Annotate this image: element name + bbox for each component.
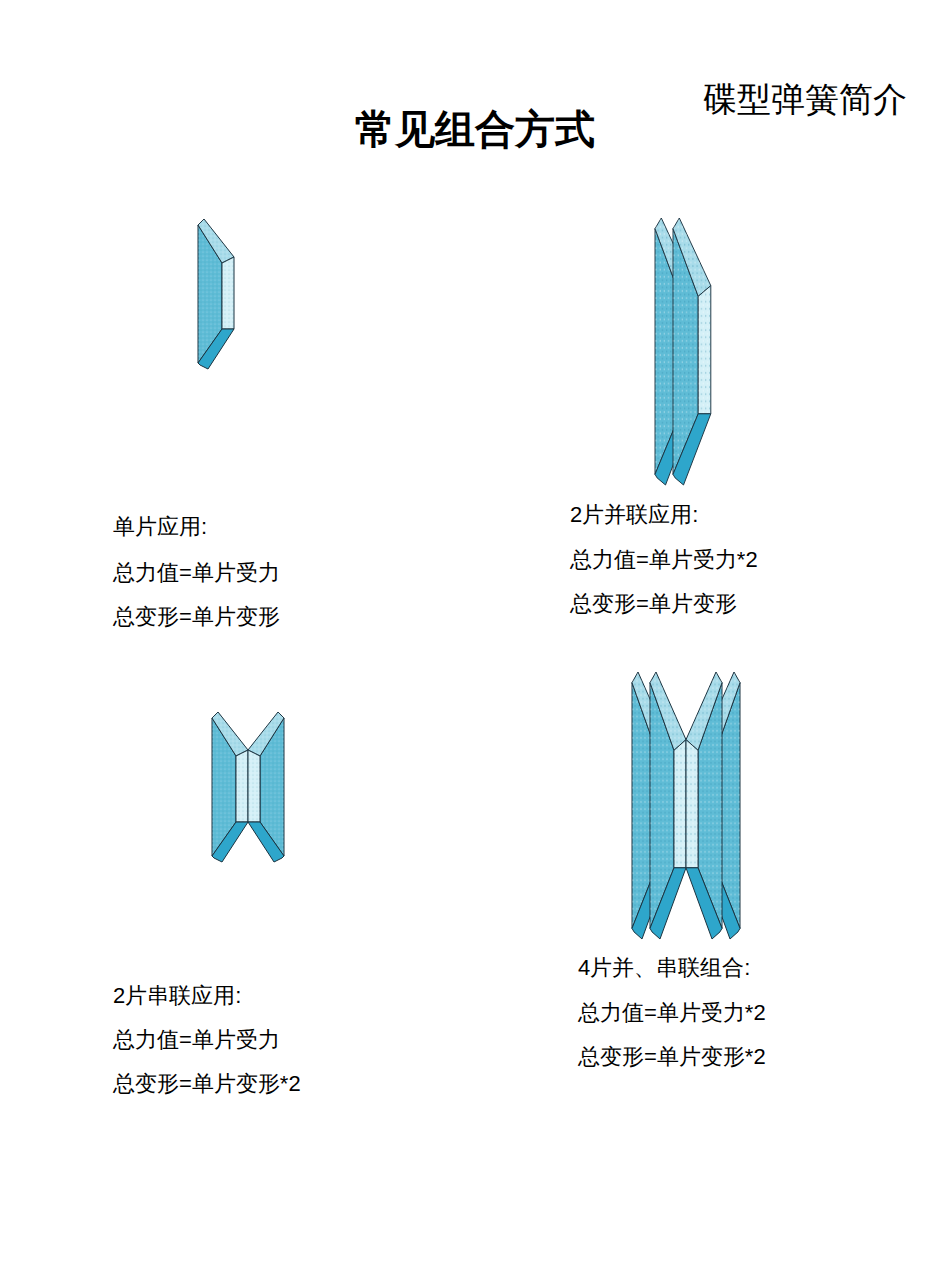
disc-texture [222,257,234,329]
disc-bottom-bevel [212,822,248,862]
disc-top-bevel [212,712,248,756]
disc-inner-face [674,740,686,868]
case-heading: 单片应用: [113,514,207,540]
disc-bottom-bevel [248,822,284,862]
formula-note: 总力值=单片受力*2 [578,1000,766,1026]
formula-note: 总力值=单片受力*2 [570,547,758,573]
formula-note: 总变形=单片变形 [570,591,737,617]
disc-spring [198,219,234,369]
disc-spring [673,218,711,485]
disc-texture [698,286,711,414]
disc-top-bevel [650,672,686,750]
formula-note: 总变形=单片变形*2 [113,1071,301,1097]
disc-spring [212,712,248,862]
disc-spring [650,672,686,939]
disc-top-bevel [686,672,722,750]
disc-texture [686,740,698,868]
disc-bottom-bevel [686,868,722,939]
disc-inner-face [222,257,234,329]
formula-note: 总变形=单片变形*2 [578,1044,766,1070]
disc-inner-face [236,750,248,822]
disc-spring [248,712,284,862]
disc-texture [212,712,248,756]
case-heading: 4片并、串联组合: [578,955,750,981]
disc-texture [674,740,686,868]
disc-bottom-bevel [650,868,686,939]
formula-note: 总力值=单片受力 [113,1027,280,1053]
slide-title: 常见组合方式 [355,106,595,154]
disc-bottom-bevel [198,329,234,369]
section-header: 碟型弹簧简介 [703,80,907,121]
disc-inner-face [686,740,698,868]
formula-note: 总力值=单片受力 [113,560,280,586]
disc-texture [248,712,284,756]
disc-inner-face [698,286,711,414]
disc-spring [686,672,722,939]
disc-inner-face [248,750,260,822]
case-heading: 2片并联应用: [570,502,698,528]
disc-texture [248,750,260,822]
disc-texture [650,672,686,750]
disc-top-bevel [673,218,711,296]
disc-bottom-bevel [673,414,711,485]
formula-note: 总变形=单片变形 [113,604,280,630]
disc-texture [236,750,248,822]
disc-top-bevel [248,712,284,756]
disc-texture [198,219,234,263]
disc-texture [686,672,722,750]
disc-texture [673,218,711,296]
case-heading: 2片串联应用: [113,983,241,1009]
disc-top-bevel [198,219,234,263]
